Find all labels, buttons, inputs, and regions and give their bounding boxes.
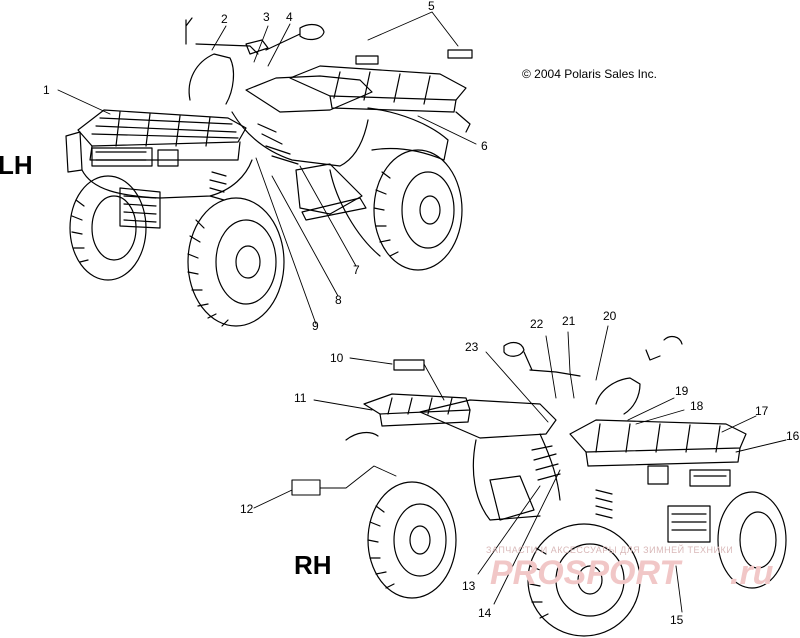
callout-15: 15: [670, 613, 684, 627]
copyright-notice: © 2004 Polaris Sales Inc.: [522, 67, 657, 81]
lh-leader-lines: [57, 11, 477, 325]
callout-9: 9: [312, 319, 319, 333]
callout-19: 19: [675, 384, 689, 398]
callout-11: 11: [294, 391, 307, 405]
callout-2: 2: [221, 12, 228, 26]
rh-atv-drawing: [345, 335, 787, 637]
watermark-brand: PROSPORT: [490, 554, 681, 592]
callout-18: 18: [690, 399, 704, 413]
callout-14: 14: [478, 606, 492, 620]
view-label-lh: LH: [0, 150, 33, 180]
callout-10: 10: [330, 351, 344, 365]
callout-21: 21: [562, 314, 576, 328]
callout-6: 6: [481, 139, 488, 153]
callout-1: 1: [43, 83, 50, 97]
lh-atv-drawing: [65, 17, 473, 327]
watermark-tagline: ЗАПЧАСТИ И АКСЕССУАРЫ ДЛЯ ЗИМНЕЙ ТЕХНИКИ: [486, 545, 734, 555]
callout-3: 3: [263, 10, 270, 24]
callout-22: 22: [530, 317, 544, 331]
callout-16: 16: [786, 429, 800, 443]
watermark-domain: .ru: [730, 554, 774, 592]
callout-8: 8: [335, 293, 342, 307]
callout-23: 23: [465, 340, 479, 354]
callout-12: 12: [240, 502, 254, 516]
view-label-rh: RH: [294, 550, 332, 580]
callout-17: 17: [755, 404, 769, 418]
callout-4: 4: [286, 10, 293, 24]
callout-7: 7: [353, 263, 360, 277]
callout-5: 5: [428, 0, 435, 13]
callout-20: 20: [603, 309, 617, 323]
callout-13: 13: [462, 579, 476, 593]
rh-leader-lines: [253, 325, 787, 613]
